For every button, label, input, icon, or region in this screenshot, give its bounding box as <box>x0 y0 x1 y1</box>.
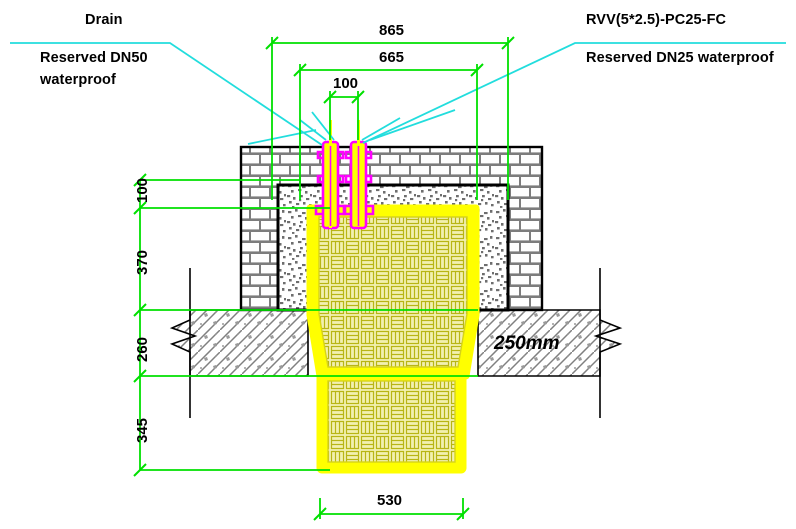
dim-label-345: 345 <box>134 417 151 443</box>
label-drain-title: Drain <box>85 12 123 28</box>
waterproof-membrane-sump <box>316 369 467 474</box>
leader-right-rvv <box>362 42 786 144</box>
dim-label-100-top: 100 <box>333 75 359 92</box>
dimension-lines <box>139 37 509 519</box>
waterproof-membrane-basin <box>306 204 480 380</box>
dim-label-100-left: 100 <box>134 177 151 203</box>
leader-branch-c <box>361 117 401 141</box>
leader-branch-b <box>299 119 327 141</box>
leader-branch-d <box>369 109 456 141</box>
concrete-slab <box>169 268 623 418</box>
drain-pipe-right <box>342 120 375 230</box>
dim-label-865: 865 <box>379 22 405 39</box>
label-drain-line1: Reserved DN50 <box>40 50 148 66</box>
label-rvv-title: RVV(5*2.5)-PC25-FC <box>586 12 727 28</box>
dim-label-530: 530 <box>377 492 403 509</box>
label-rvv-line1: Reserved DN25 waterproof <box>586 50 774 66</box>
label-drain-line2: waterproof <box>40 72 116 88</box>
dim-label-260: 260 <box>134 336 151 362</box>
dimension-ticks <box>133 36 515 521</box>
leader-branch-a <box>247 129 317 145</box>
dim-label-370: 370 <box>134 249 151 275</box>
label-slab-thickness-note: 250mm <box>494 333 560 354</box>
dim-label-665: 665 <box>379 49 405 66</box>
